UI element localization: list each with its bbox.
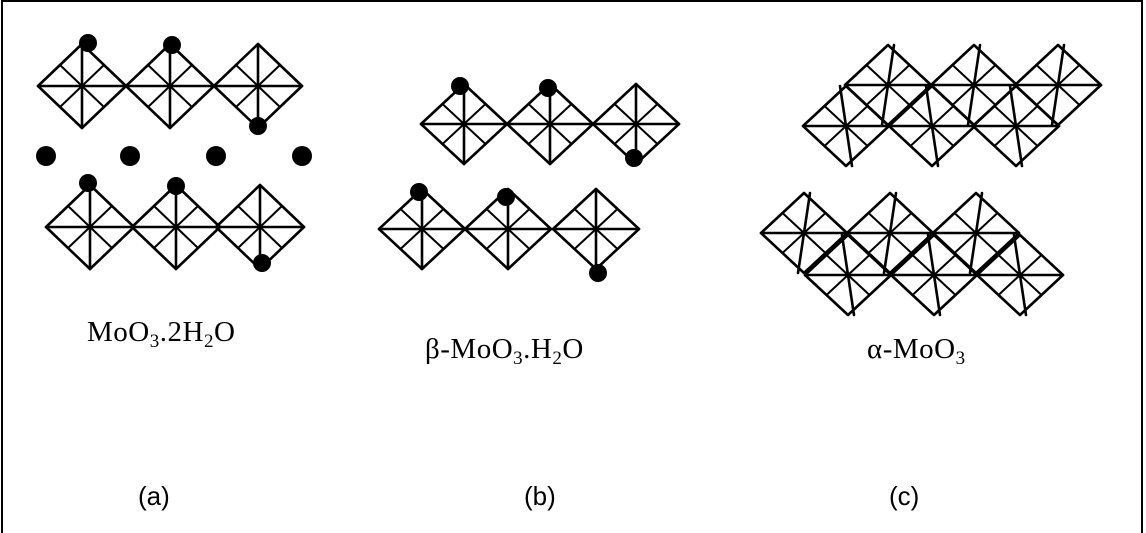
octahedron-cross-b (485, 208, 531, 250)
octahedron-cross-b (441, 103, 487, 145)
octahedron-cross-b (613, 103, 659, 145)
octahedron-outline (801, 84, 891, 168)
octahedron-cross-b (867, 212, 913, 254)
coordinated-water-dot (253, 254, 271, 272)
octahedron (44, 183, 136, 271)
octahedron (130, 183, 222, 271)
octahedron-cross-b (781, 212, 827, 254)
coordinated-water-dot (410, 183, 428, 201)
octahedron (803, 233, 893, 317)
octahedron-cross-b (997, 254, 1043, 296)
octahedron-cross-b (1035, 64, 1081, 106)
coordinated-water-dot (163, 36, 181, 54)
octahedron-outline (975, 233, 1065, 317)
octahedron (801, 84, 891, 168)
octahedron-cross-b (953, 212, 999, 254)
coordinated-water-dot (167, 177, 185, 195)
panel-label-a: (a) (138, 481, 170, 511)
octahedron (212, 42, 304, 130)
interlayer-water-dot (206, 146, 226, 166)
panel-label-c: (c) (889, 481, 920, 511)
octahedron-cross-b (909, 105, 955, 147)
interlayer-water-dot (120, 146, 140, 166)
octahedron-outline (759, 191, 849, 275)
coordinated-water-dot (497, 188, 515, 206)
interlayer-water-dot (292, 146, 312, 166)
octahedron-cross-b (237, 205, 283, 249)
octahedron (1013, 43, 1103, 127)
formula-panel-b: β-MoO3.H2O (425, 333, 584, 369)
octahedron-cross-b (399, 208, 445, 250)
octahedron (929, 43, 1019, 127)
octahedron-cross-b (59, 64, 105, 108)
octahedron-cross-b (527, 103, 573, 145)
octahedron-outline (803, 233, 893, 317)
panel-c-structure (759, 43, 1103, 317)
octahedron-cross-b (67, 205, 113, 249)
octahedron (551, 187, 641, 271)
coordinated-water-dot (539, 79, 557, 97)
octahedron-cross-b (993, 105, 1039, 147)
coordinated-water-dot (79, 34, 97, 52)
panel-b-structure (377, 77, 681, 282)
coordinated-water-dot (79, 174, 97, 192)
octahedron (419, 82, 509, 166)
coordinated-water-dot (625, 149, 643, 167)
coordinated-water-dot (249, 117, 267, 135)
octahedron (36, 42, 128, 130)
octahedron (377, 187, 467, 271)
octahedron (975, 233, 1065, 317)
formula-panel-c: α-MoO3 (867, 333, 966, 369)
octahedron-cross-b (153, 205, 199, 249)
octahedron (591, 82, 681, 166)
octahedron-outline (889, 233, 979, 317)
octahedron-cross-b (865, 64, 911, 106)
octahedron (505, 82, 595, 166)
coordinated-water-dot (589, 264, 607, 282)
formula-panel-a: MoO3.2H2O (87, 316, 236, 352)
panel-a-structure (36, 34, 312, 272)
octahedron (971, 84, 1061, 168)
octahedron-cross-b (823, 105, 869, 147)
octahedron (843, 43, 933, 127)
octahedron (759, 191, 849, 275)
octahedron-outline (887, 84, 977, 168)
octahedron (887, 84, 977, 168)
coordinated-water-dot (451, 77, 469, 95)
octahedron-cross-b (825, 254, 871, 296)
octahedron (889, 233, 979, 317)
octahedron (463, 187, 553, 271)
panel-label-b: (b) (524, 481, 556, 511)
octahedron-cross-b (235, 64, 281, 108)
octahedron-cross-b (147, 64, 193, 108)
octahedron (124, 42, 216, 130)
octahedron-cross-b (911, 254, 957, 296)
octahedron-cross-b (951, 64, 997, 106)
interlayer-water-dot (36, 146, 56, 166)
octahedron-outline (971, 84, 1061, 168)
octahedron-cross-b (573, 208, 619, 250)
